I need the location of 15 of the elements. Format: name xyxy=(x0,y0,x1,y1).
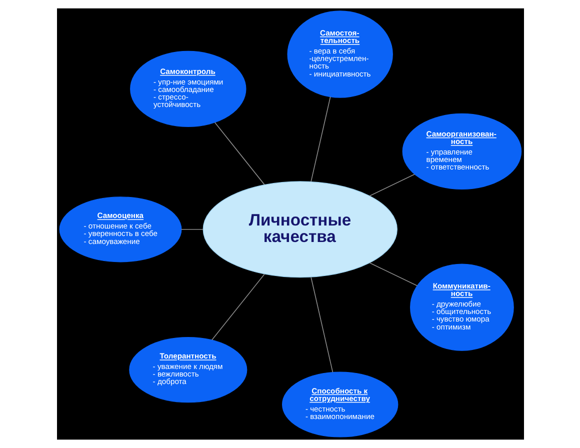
node-ellipse: Личностные качества xyxy=(202,181,397,278)
connector xyxy=(210,274,264,340)
node-ellipse: Самоконтроль - упр-ние эмоциями - самообладание - стрессо- устойчивость xyxy=(130,50,246,127)
node-ellipse: Самооценка - отношение к себе - уверенность в себе - самоуважение xyxy=(58,196,182,262)
connector xyxy=(368,174,415,196)
node-ellipse: Самоорганизован- ность - управление временем - ответственность xyxy=(402,113,522,190)
node-ellipse: Самостоя- тельность - вера в себя -целеустремлен- ность - инициативность xyxy=(286,10,392,98)
connector xyxy=(310,276,333,373)
connector xyxy=(180,228,203,230)
node-ellipse: Коммуникатив- ность - дружелюбие - общительность - чувство юмора - оптимизм xyxy=(410,264,514,351)
connector xyxy=(310,96,330,182)
connector xyxy=(368,262,418,286)
node-ellipse: Способность к сотрудничеству - честность - взаимопонимание xyxy=(281,372,398,438)
connector xyxy=(214,122,264,185)
node-ellipse: Толерантность - уважение к людям - вежливость - доброта xyxy=(128,337,247,403)
